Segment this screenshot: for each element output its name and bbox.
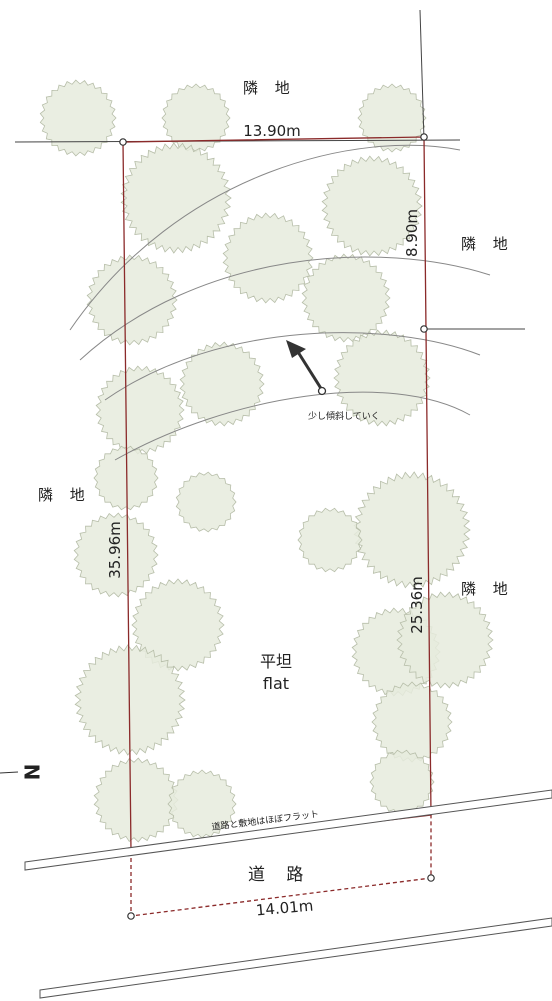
north-symbol-label: N [21, 764, 45, 781]
tree-canopy [321, 155, 423, 257]
tree-canopy [86, 254, 178, 346]
tree-canopy [161, 83, 231, 153]
north-marker: N [0, 764, 45, 781]
corner-marker [427, 874, 435, 882]
tree-canopy [39, 79, 117, 157]
tree-canopy [93, 757, 179, 843]
tree-canopy [120, 142, 232, 254]
tree-canopy-layer [39, 79, 494, 843]
neighbor-label-right-lower: 隣 地 [461, 580, 514, 598]
neighbor-label-right-upper: 隣 地 [461, 235, 514, 253]
contour-line [79, 256, 491, 361]
contour-line [104, 332, 481, 401]
slope-arrow [286, 340, 327, 396]
dimension-top: 13.90m [243, 122, 301, 140]
tree-canopy [222, 212, 314, 304]
tree-canopy [73, 512, 159, 598]
tree-canopy [131, 578, 225, 672]
tree-canopy [167, 769, 237, 839]
tree-canopy [333, 329, 431, 427]
corner-marker [119, 138, 127, 146]
neighbor-label-top: 隣 地 [243, 79, 296, 97]
corner-marker [420, 325, 428, 333]
contour-line [69, 144, 461, 331]
tree-canopy [396, 591, 494, 689]
tree-canopy [353, 471, 471, 589]
neighbor-boundary-lines [14, 9, 525, 330]
tree-canopy [74, 644, 186, 756]
dimension-right-upper: 8.90m [403, 209, 421, 257]
tree-canopy [357, 83, 427, 153]
slope-note: 少し傾斜していく [308, 410, 380, 422]
dimension-road-width: 14.01m [255, 897, 314, 920]
road-edges [24, 789, 552, 999]
tree-canopy [297, 507, 363, 573]
tree-canopy [301, 253, 391, 343]
flat-label-en: flat [263, 674, 289, 693]
neighbor-label-left: 隣 地 [38, 486, 91, 504]
tree-canopy [93, 445, 159, 511]
contour-lines [69, 144, 491, 461]
tree-canopy [95, 365, 185, 455]
tree-canopy [371, 681, 453, 763]
dimension-right-lower: 25.36m [408, 576, 426, 634]
tree-canopy [369, 749, 435, 815]
tree-canopy [175, 471, 237, 533]
dimension-left: 35.96m [106, 521, 124, 579]
contour-line [114, 391, 471, 461]
road-label: 道 路 [248, 865, 311, 885]
flat-label-jp: 平坦 [260, 652, 292, 671]
corner-marker [420, 133, 428, 141]
corner-marker [127, 912, 135, 920]
tree-canopy [179, 341, 265, 427]
